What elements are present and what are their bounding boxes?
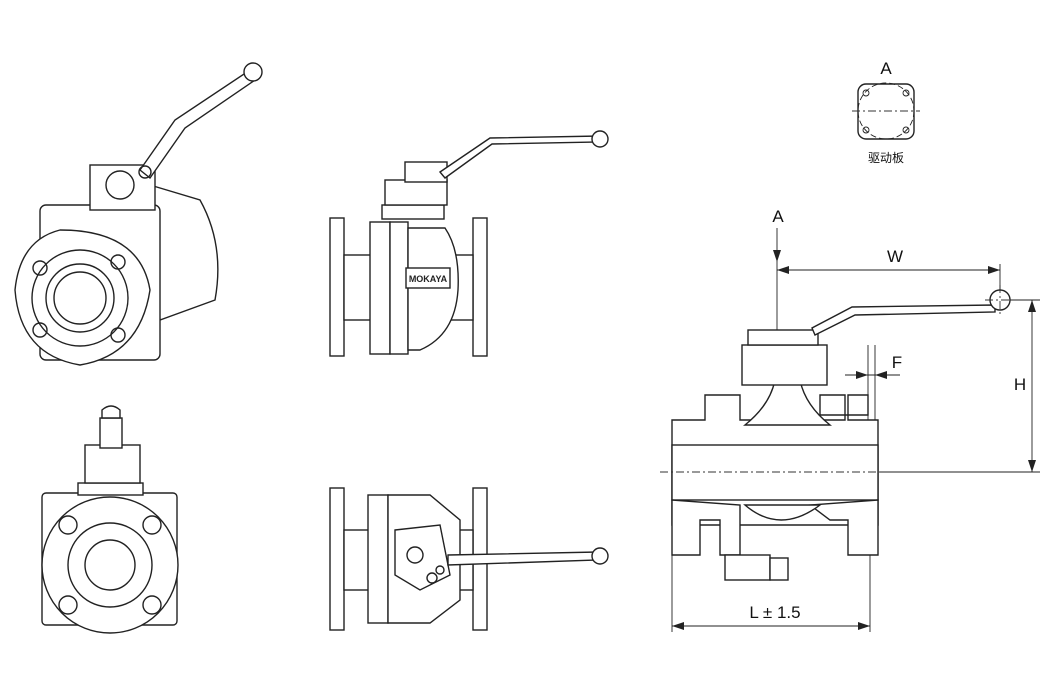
dimension-f-label: F [892, 353, 902, 372]
dimension-w-label: W [887, 247, 903, 266]
isometric-view [14, 62, 263, 366]
dimension-l-label: L ± 1.5 [749, 603, 800, 622]
drive-plate-label-a: A [880, 59, 892, 78]
dimension-a-label: A [772, 207, 784, 226]
front-view: MOKAYA [329, 130, 609, 357]
side-view [41, 405, 179, 634]
top-view [329, 487, 609, 631]
section-view: A W F H L ± 1.5 [660, 207, 1040, 632]
dimension-h-label: H [1014, 375, 1026, 394]
brand-mark: MOKAYA [409, 274, 448, 284]
drive-plate-caption: 驱动板 [868, 151, 904, 165]
brand-plate [405, 267, 451, 289]
drive-plate-detail: A 驱动板 [852, 59, 920, 165]
